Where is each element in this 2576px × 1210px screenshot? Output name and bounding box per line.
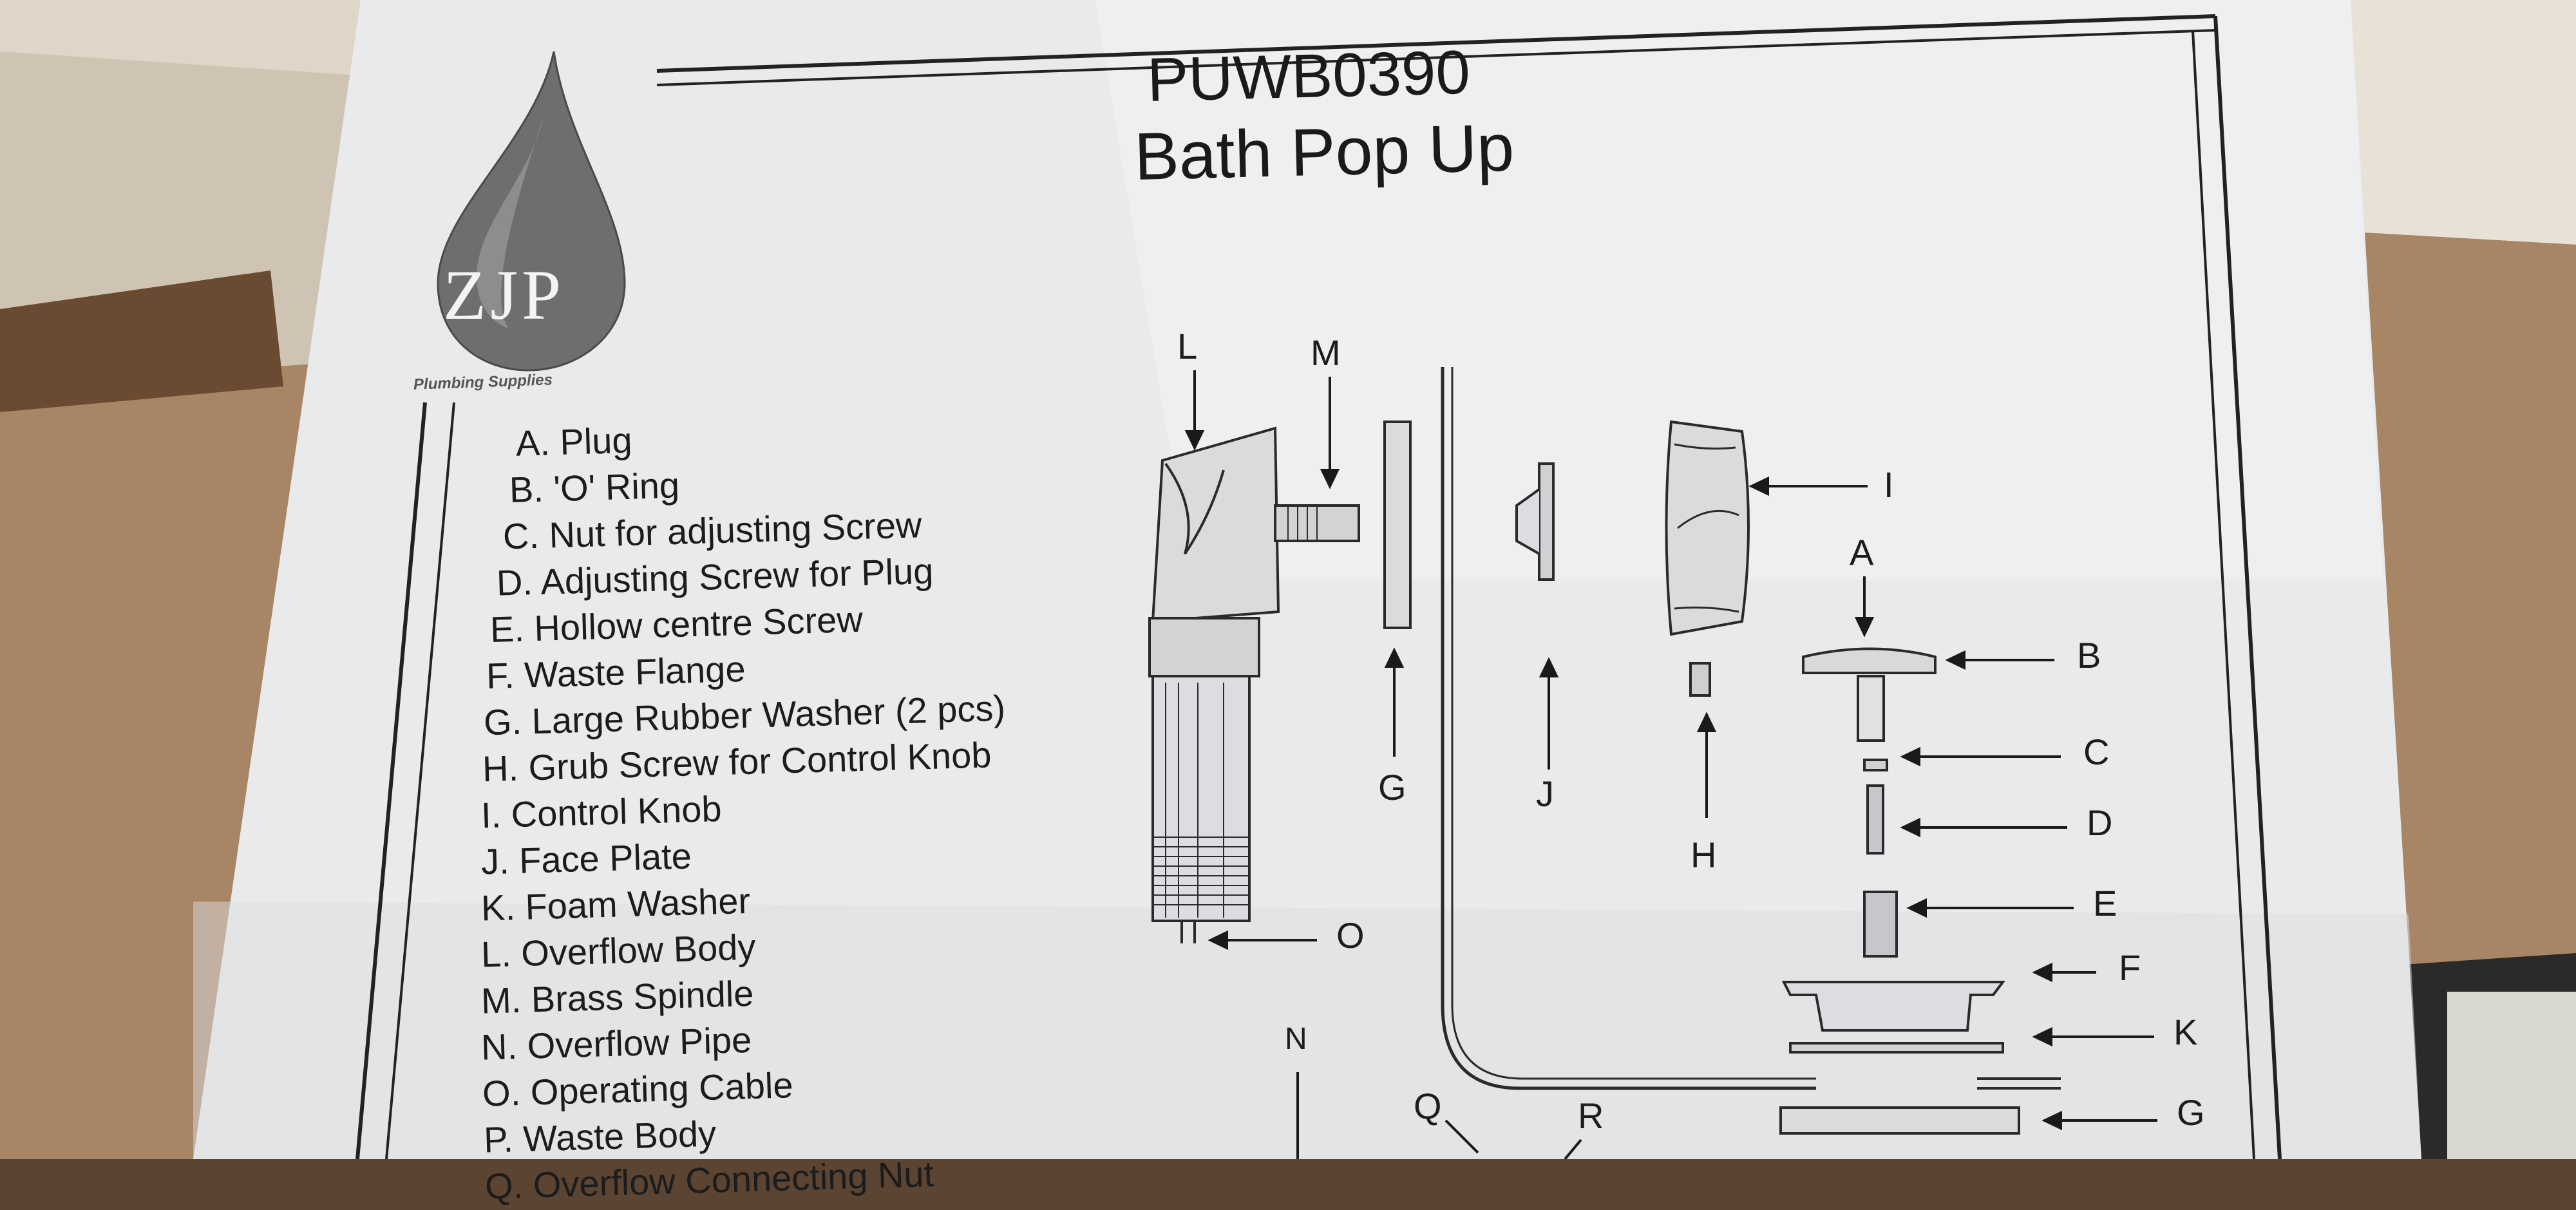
callout-label-a: A [1850, 532, 1874, 572]
frame-line-left-inner [385, 402, 455, 1159]
plug-part [1802, 647, 1937, 674]
adjusting-screw-part [1866, 784, 1884, 855]
callout-label-q: Q [1414, 1086, 1442, 1126]
paper-shade [193, 902, 2421, 1159]
box-shadow-left [0, 270, 283, 412]
frame-line-top-outer [656, 14, 2216, 73]
rubber-washer-part [1383, 421, 1412, 629]
face-plate-part [1538, 462, 1555, 581]
callout-label-k: K [2174, 1012, 2198, 1052]
photo-background [0, 0, 2576, 1159]
callout-arrows [1184, 370, 2157, 1159]
box-flap-right [2318, 0, 2576, 245]
hollow-screw-part [1863, 891, 1898, 958]
callout-label-c: C [2083, 732, 2110, 772]
parts-list: A. Plug B. 'O' Ring C. Nut for adjusting… [464, 407, 1019, 1210]
control-knob-part [1665, 420, 1750, 636]
light-object-corner [2447, 992, 2576, 1159]
callout-label-g-bottom: G [2177, 1092, 2205, 1133]
callout-label-f: F [2119, 947, 2141, 988]
callout-label-e: E [2093, 883, 2117, 923]
overflow-pipe-part [1151, 675, 1251, 922]
waste-flange-part [1781, 981, 2005, 1032]
callout-label-l: L [1177, 326, 1198, 366]
exploded-diagram [1148, 367, 2061, 1135]
overflow-body-part [1151, 426, 1280, 623]
nut-part [1863, 759, 1888, 771]
frame-line-right-outer [2213, 15, 2282, 1159]
product-name-title: Bath Pop Up [1133, 110, 1515, 194]
grub-screw-part [1689, 662, 1711, 697]
rubber-washer-bottom-part [1779, 1106, 2020, 1135]
callout-label-r: R [1578, 1095, 1604, 1136]
callout-label-n: N [1285, 1022, 1307, 1056]
callout-label-m: M [1311, 332, 1341, 373]
foam-washer-part [1789, 1042, 2004, 1054]
frame-line-left-outer [355, 402, 427, 1159]
callout-label-g-top: G [1378, 767, 1406, 808]
callout-label-j: J [1536, 773, 1554, 814]
frame-line-right-inner [2192, 30, 2255, 1159]
paper-highlight [1095, 0, 2383, 580]
callout-label-d: D [2087, 802, 2113, 843]
callout-label-b: B [2077, 635, 2101, 676]
model-number-title: PUWB0390 [1146, 37, 1472, 115]
logo-text: ZJP [443, 256, 565, 334]
box-flap-left [0, 0, 386, 386]
box-flap-top-left [0, 0, 399, 77]
callout-label-h: H [1690, 835, 1717, 875]
callout-label-i: I [1884, 464, 1894, 505]
frame-line-top-inner [656, 29, 2216, 86]
callout-label-o: O [1336, 915, 1365, 956]
